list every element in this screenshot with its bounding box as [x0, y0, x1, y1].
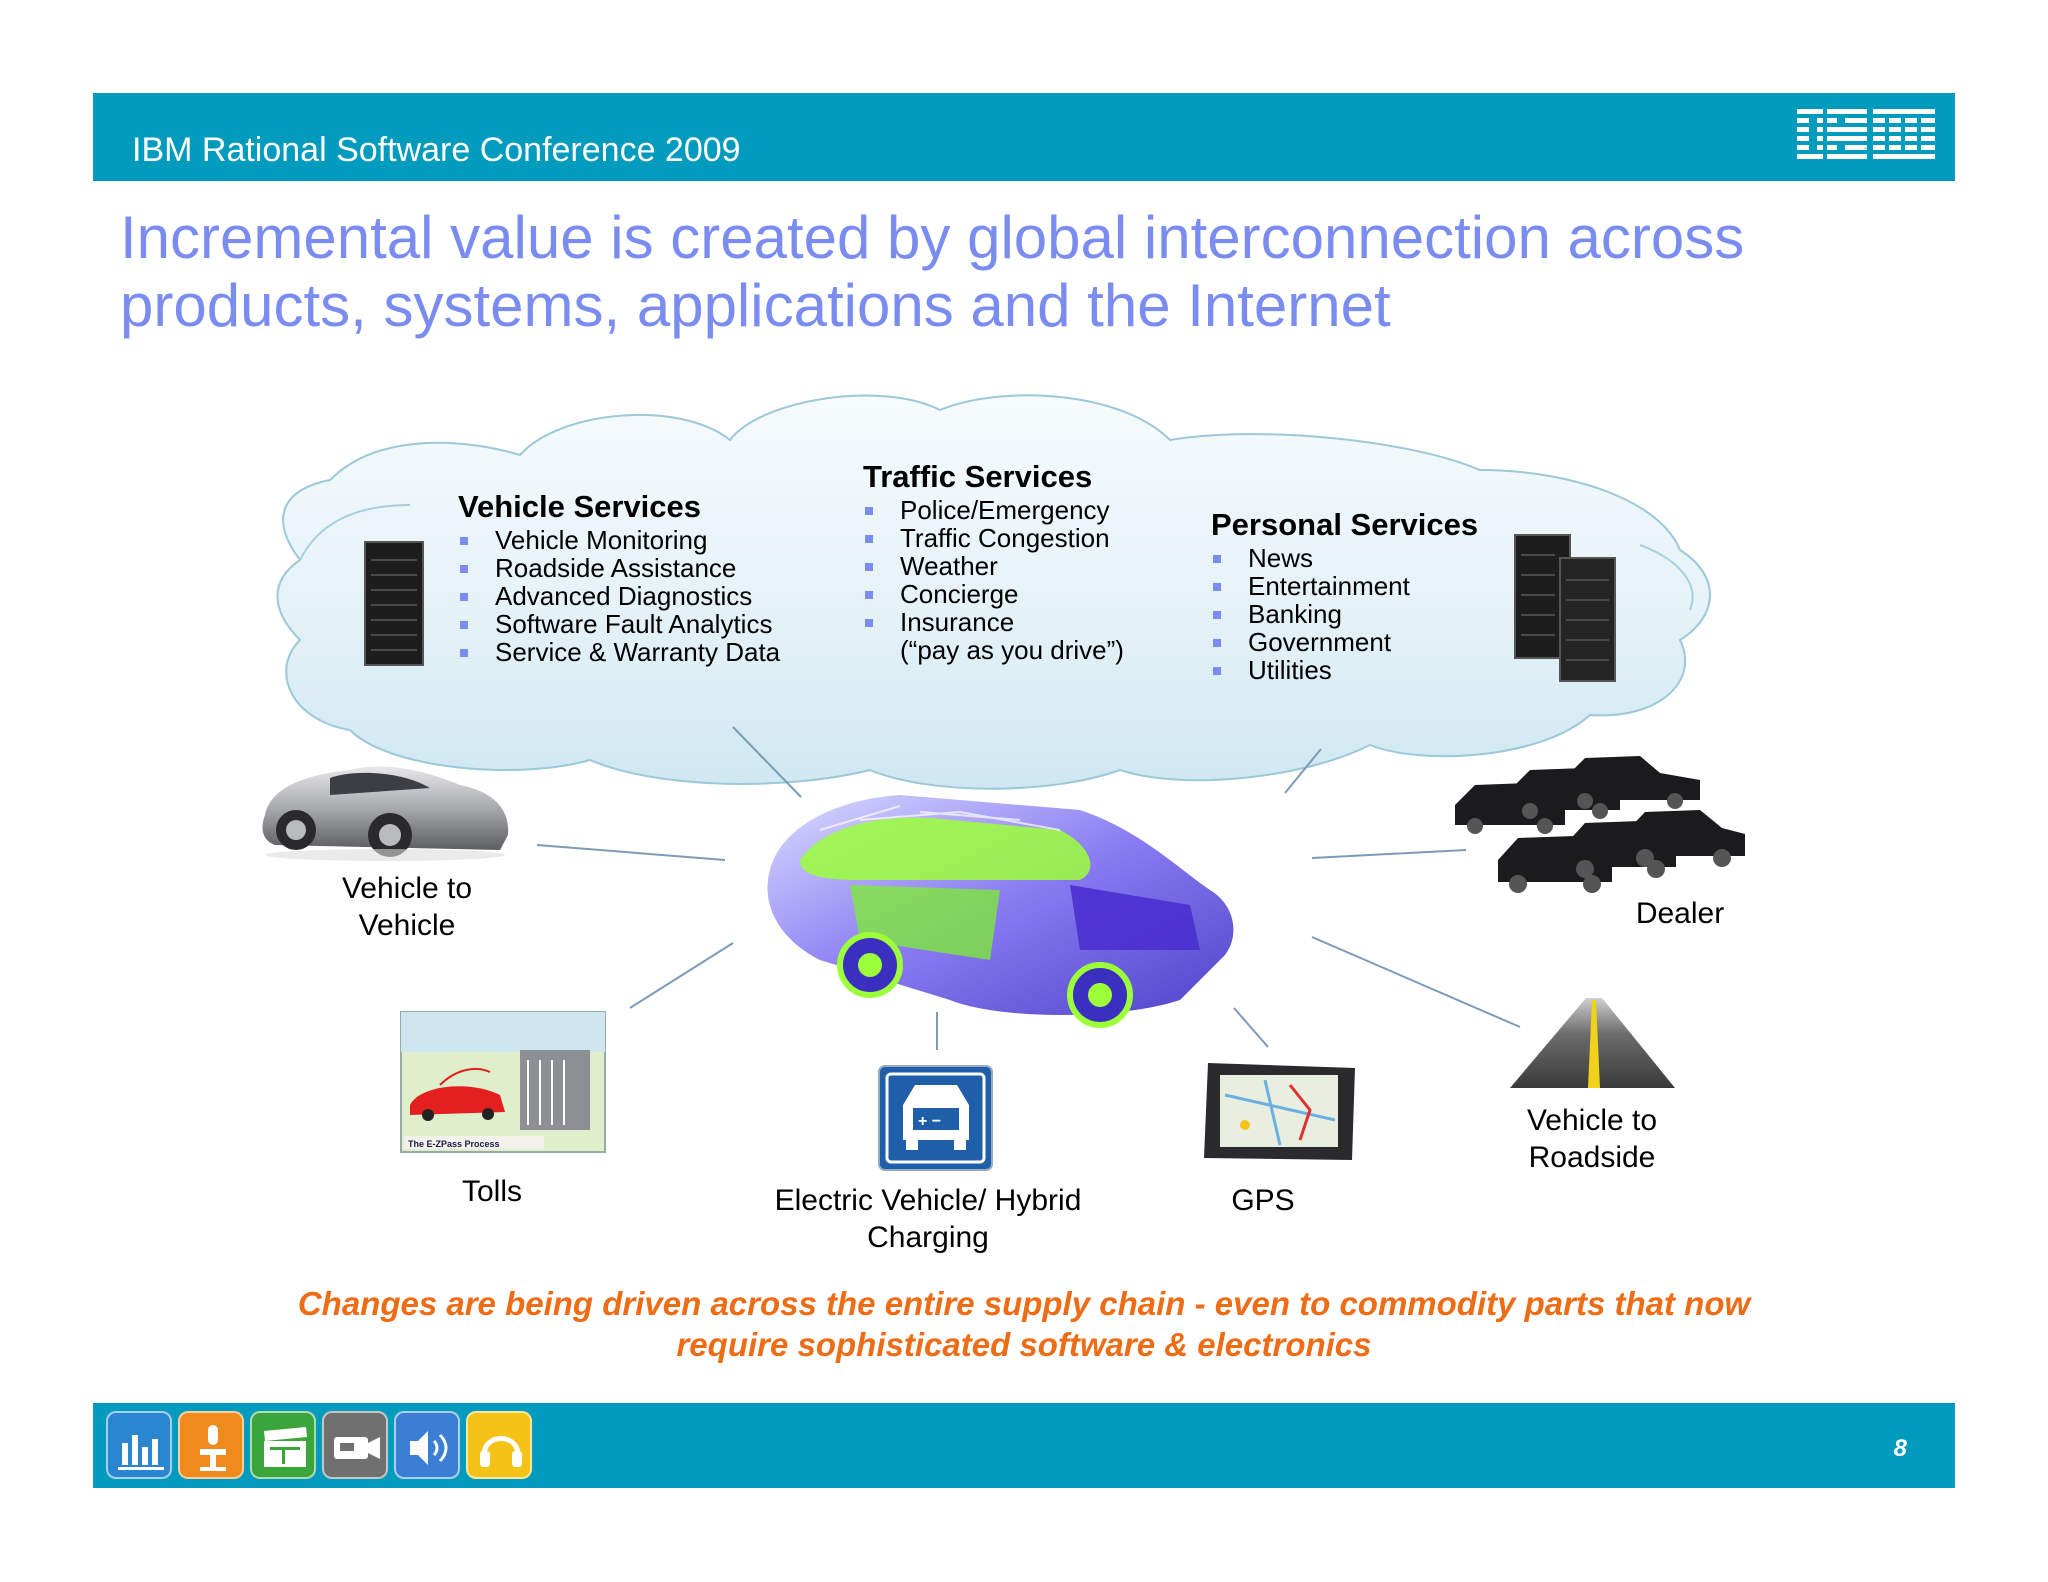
- vehicle-services: Vehicle Services Vehicle Monitoring Road…: [458, 489, 780, 667]
- podium-icon[interactable]: [178, 1411, 244, 1479]
- list-item: Government: [1211, 628, 1478, 656]
- list-item: Insurance: [863, 608, 1124, 636]
- bullet-icon: [460, 537, 468, 545]
- traffic-services-heading: Traffic Services: [863, 459, 1093, 494]
- list-item: Utilities: [1211, 656, 1478, 684]
- page-number: 8: [1893, 1435, 1907, 1462]
- road-icon: [1510, 998, 1675, 1088]
- dealer-label: Dealer: [1635, 897, 1725, 930]
- tolls-label: Tolls: [461, 1175, 522, 1208]
- list-item: Entertainment: [1211, 572, 1478, 600]
- header-bar: IBM Rational Software Conference 2009 IB…: [93, 93, 1955, 181]
- gps-device-image: [1204, 1063, 1355, 1160]
- bullet-icon: [460, 621, 468, 629]
- vehicle-to-vehicle-label: Vehicle to Vehicle: [341, 872, 473, 942]
- bullet-icon: [865, 535, 873, 543]
- tagline: Changes are being driven across the enti…: [160, 1283, 1888, 1365]
- slide-title: Incremental value is created by global i…: [120, 204, 1920, 340]
- tolls-image: The E-ZPass Process: [400, 1011, 606, 1153]
- list-item-continuation: (“pay as you drive”): [900, 635, 1124, 665]
- gps-label: GPS: [1231, 1184, 1295, 1217]
- footer-bar: 8: [93, 1403, 1955, 1488]
- cloud-shape: [276, 394, 1711, 790]
- ev-charging-icon: + −: [878, 1065, 993, 1171]
- list-item: Advanced Diagnostics: [458, 582, 780, 610]
- bullet-icon: [1213, 555, 1221, 563]
- server-right-icon: [1514, 534, 1616, 682]
- list-item: Banking: [1211, 600, 1478, 628]
- bullet-icon: [1213, 611, 1221, 619]
- ev-charging-label: Electric Vehicle/ Hybrid Charging: [774, 1184, 1082, 1254]
- bullet-icon: [460, 565, 468, 573]
- slide-title-line2: products, systems, applications and the …: [120, 272, 1391, 339]
- traffic-services: Traffic Services Police/Emergency Traffi…: [863, 459, 1124, 665]
- clapperboard-icon[interactable]: [250, 1411, 316, 1479]
- bullet-icon: [460, 593, 468, 601]
- slide-title-line1: Incremental value is created by global i…: [120, 204, 1745, 271]
- list-item: Software Fault Analytics: [458, 610, 780, 638]
- dealer-cars-image: [1455, 756, 1745, 893]
- headphones-icon[interactable]: [466, 1411, 532, 1479]
- list-item: Service & Warranty Data: [458, 638, 780, 666]
- list-item: Police/Emergency: [863, 496, 1124, 524]
- list-item: Traffic Congestion: [863, 524, 1124, 552]
- list-item: Concierge: [863, 580, 1124, 608]
- list-item: Vehicle Monitoring: [458, 526, 780, 554]
- conference-title: IBM Rational Software Conference 2009: [132, 131, 741, 169]
- svg-text:+ −: + −: [918, 1113, 941, 1130]
- chart-icon[interactable]: [106, 1411, 172, 1479]
- connector-lines: [536, 726, 1521, 1050]
- sports-car-image: [262, 766, 509, 861]
- personal-services: Personal Services News Entertainment Ban…: [1211, 507, 1479, 685]
- tolls-caption: The E-ZPass Process: [408, 1139, 500, 1149]
- bullet-icon: [1213, 583, 1221, 591]
- list-item: Weather: [863, 552, 1124, 580]
- bullet-icon: [460, 649, 468, 657]
- bullet-icon: [865, 619, 873, 627]
- ibm-logo: IBM: [1793, 107, 1935, 163]
- server-left-icon: [364, 541, 424, 666]
- vehicle-to-roadside-label: Vehicle to Roadside: [1526, 1104, 1658, 1174]
- list-item: Roadside Assistance: [458, 554, 780, 582]
- tagline-line1: Changes are being driven across the enti…: [297, 1285, 1751, 1322]
- camera-icon[interactable]: [322, 1411, 388, 1479]
- connected-car-image: [767, 795, 1234, 1028]
- bullet-icon: [865, 591, 873, 599]
- bullet-icon: [865, 507, 873, 515]
- list-item: News: [1211, 544, 1478, 572]
- vehicle-services-heading: Vehicle Services: [458, 489, 702, 524]
- svg-text:IBM: IBM: [1864, 148, 1868, 150]
- tagline-line2: require sophisticated software & electro…: [676, 1326, 1372, 1363]
- personal-services-heading: Personal Services: [1211, 507, 1479, 542]
- speaker-icon[interactable]: [394, 1411, 460, 1479]
- bullet-icon: [1213, 667, 1221, 675]
- bullet-icon: [1213, 639, 1221, 647]
- bullet-icon: [865, 563, 873, 571]
